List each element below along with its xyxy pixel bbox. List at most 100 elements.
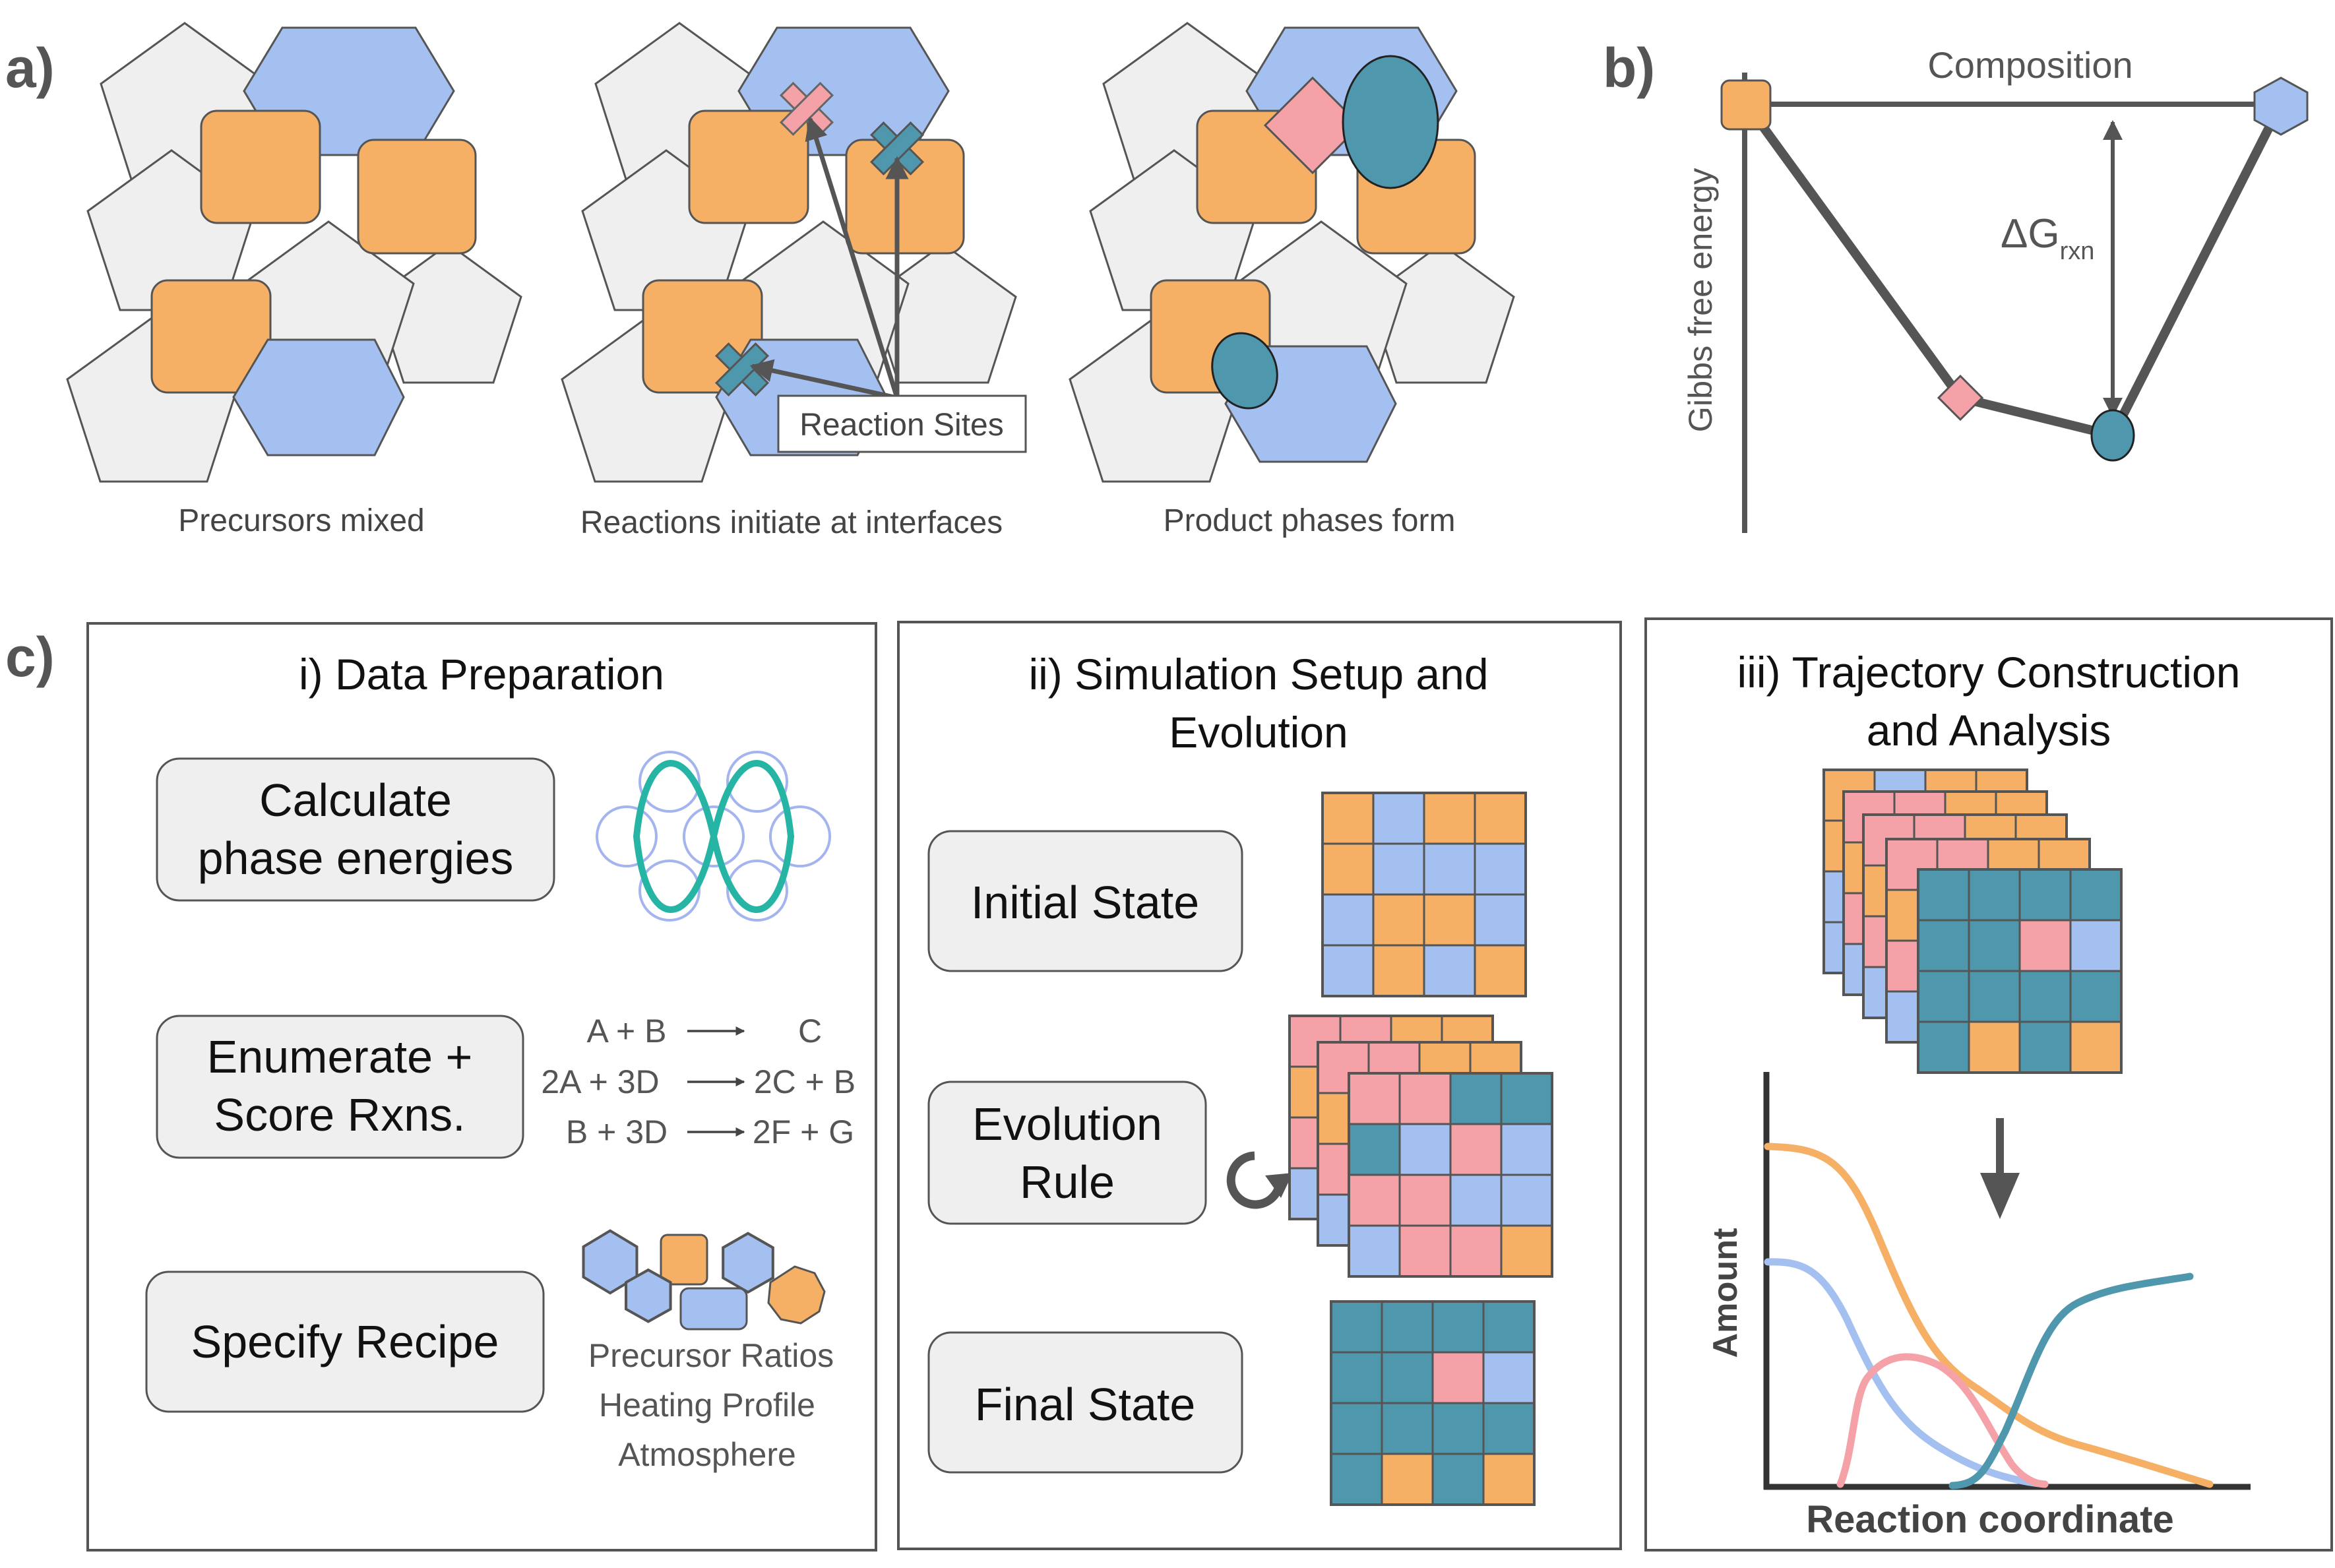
lattice-cell (1968, 970, 2021, 1023)
lattice-cell (1917, 868, 1970, 922)
caption-precursors-mixed: Precursors mixed (178, 503, 424, 538)
step-line: Calculate (259, 774, 452, 826)
reaction-sites-label: Reaction Sites (799, 408, 1004, 443)
lattice-cell (1381, 1351, 1434, 1404)
enumerate-score-reactions-button[interactable] (156, 1015, 524, 1159)
reaction-list: A + B C 2A + 3D 2C + B B + 3D 2F + G (541, 1013, 856, 1150)
down-arrow-icon (1980, 1118, 2020, 1219)
lattice-cell (1372, 944, 1425, 997)
lattice-cell (1917, 1020, 1970, 1074)
step-line: Specify Recipe (191, 1316, 499, 1367)
lattice-cell (1381, 1402, 1434, 1455)
lattice-cell (1398, 1174, 1452, 1227)
lattice-cell (1398, 1072, 1452, 1125)
reaction-site-arrows (749, 116, 909, 400)
lattice-cell (1474, 893, 1527, 947)
lattice-cell (1968, 868, 2021, 922)
step-line: Evolution (972, 1098, 1162, 1150)
lattice-cell (1449, 1174, 1503, 1227)
orange-square-icon (150, 279, 272, 394)
lattice-cell (1423, 842, 1476, 896)
amount-plot: Reaction coordinate Amount (1706, 1072, 2251, 1541)
lattice-cell (1372, 792, 1425, 845)
specify-recipe-button[interactable] (145, 1270, 545, 1413)
lattice-cell (1500, 1224, 1553, 1278)
wavefunction-icon (596, 751, 831, 922)
reaction-left: A + B (587, 1013, 667, 1050)
lattice-cell (1474, 944, 1527, 997)
lattice-cell (1482, 1300, 1536, 1354)
lattice-cell (1423, 792, 1476, 845)
section-simulation-setup (897, 621, 1622, 1550)
lattice-cell (1474, 842, 1527, 896)
lattice-cell (1381, 1300, 1434, 1354)
lattice-border (1330, 1300, 1536, 1506)
lattice-cell (1449, 1123, 1503, 1176)
lattice-cell (1500, 1123, 1553, 1176)
lattice-cell (1330, 1453, 1383, 1506)
orange-square-icon (1720, 79, 1772, 131)
blue-hexagon-icon (2253, 77, 2309, 136)
evolution-rule-button[interactable] (927, 1081, 1207, 1225)
caption-product-phases: Product phases form (1164, 503, 1456, 538)
recipe-item: Atmosphere (618, 1436, 796, 1473)
reaction-left: 2A + 3D (541, 1063, 659, 1100)
lattice-cell (1398, 1123, 1452, 1176)
lattice-border (1917, 868, 2123, 1074)
teal-ellipse-icon (1342, 55, 1439, 189)
lattice-cell (1449, 1072, 1503, 1125)
orange-square-icon (357, 139, 477, 255)
lattice-cell (1482, 1453, 1536, 1506)
lattice-cell (1500, 1174, 1553, 1227)
lattice-cell (1321, 792, 1375, 845)
cross-marker-icon (714, 342, 770, 397)
section-iii-title-line: and Analysis (1867, 706, 2111, 755)
step-line: phase energies (198, 832, 514, 884)
teal-ellipse-icon (1211, 332, 1278, 410)
section-i-title: i) Data Preparation (299, 650, 664, 699)
lattice-cell (1968, 1020, 2021, 1074)
lattice-cell (2069, 1020, 2123, 1074)
panel-a-products-form (1069, 22, 1515, 483)
panel-a-reactions-initiate: Reaction Sites (561, 22, 1027, 483)
calculate-phase-energies-button[interactable] (156, 757, 555, 902)
cross-marker-icon (869, 121, 925, 176)
lattice-border (1348, 1072, 1553, 1278)
state-grids (1288, 768, 2123, 1506)
initial-state-button[interactable] (927, 830, 1243, 972)
lattice-grid (1321, 792, 1527, 997)
orange-square-icon (200, 110, 321, 224)
lattice-cell (1423, 893, 1476, 947)
section-trajectory-analysis (1644, 617, 2333, 1552)
section-iii-title-line: iii) Trajectory Construction (1737, 648, 2241, 697)
gibbs-label: Gibbs free energy (1681, 168, 1719, 432)
lattice-cell (1431, 1453, 1485, 1506)
caption-reactions-initiate: Reactions initiate at interfaces (580, 505, 1003, 540)
recipe-item: Precursor Ratios (588, 1337, 834, 1374)
final-state-button[interactable] (927, 1331, 1243, 1474)
lattice-cell (1330, 1402, 1383, 1455)
step-line: Score Rxns. (214, 1089, 465, 1141)
lattice-cell (1482, 1351, 1536, 1404)
lattice-grid (1917, 868, 2123, 1074)
lattice-border (1321, 792, 1527, 997)
amount-label: Amount (1706, 1228, 1745, 1358)
section-ii-title-line: Evolution (1169, 708, 1348, 757)
step-line: Final State (975, 1379, 1196, 1430)
reaction-coordinate-label: Reaction coordinate (1806, 1498, 2174, 1541)
lattice-cell (1968, 919, 2021, 972)
lattice-cell (1917, 919, 1970, 972)
lattice-cell (1372, 893, 1425, 947)
lattice-cell (2069, 919, 2123, 972)
orange-square-icon (688, 110, 809, 224)
lattice-cell (1330, 1351, 1383, 1404)
lattice-cell (1449, 1224, 1503, 1278)
section-data-preparation (86, 622, 877, 1552)
lattice-cell (1482, 1402, 1536, 1455)
energy-diagram: Composition Gibbs free energy ΔGrxn (1681, 44, 2309, 533)
lattice-cell (2018, 970, 2072, 1023)
panel-b-letter: b) (1603, 37, 1655, 99)
lattice-cell (1321, 944, 1375, 997)
lattice-cell (1431, 1300, 1485, 1354)
reaction-right: 2F + G (753, 1113, 854, 1150)
